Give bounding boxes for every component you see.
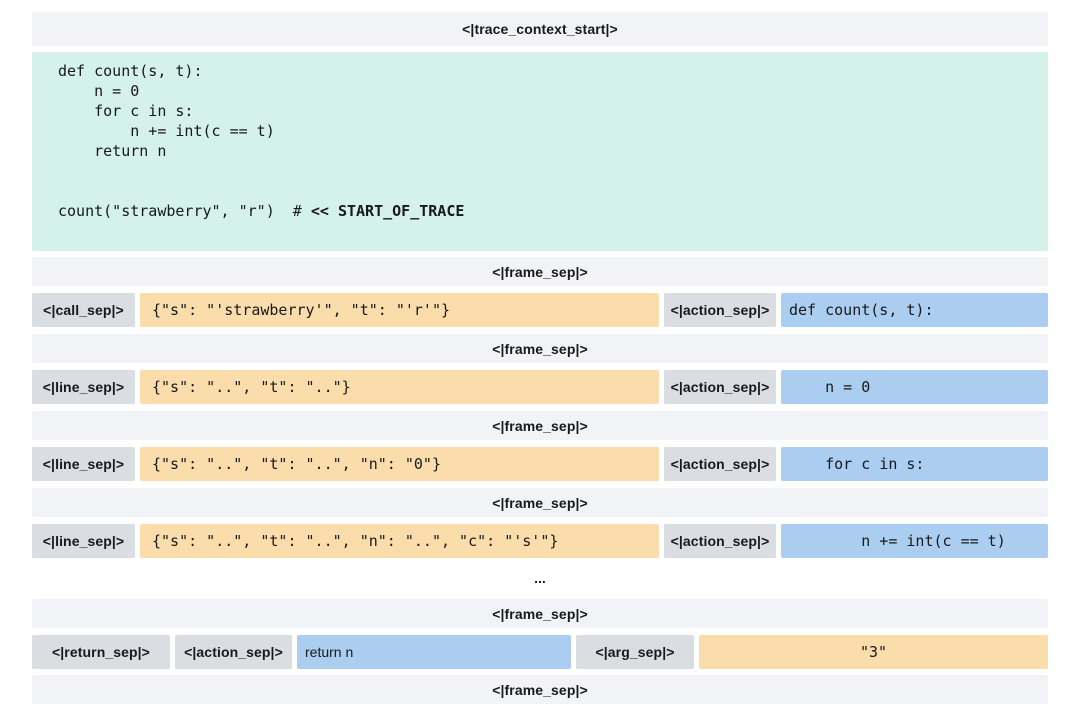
code-line: return n [58,142,167,160]
trace-ellipsis: ... [534,570,546,586]
code-line [58,161,1048,181]
frame-sep-bar: <|frame_sep|> [32,334,1048,363]
trace-context-start-bar: <|trace_context_start|> [32,12,1048,46]
frame-sep-bar: <|frame_sep|> [32,488,1048,517]
frame-state-dict: {"s": "..", "t": "..", "n": "..", "c": "… [140,524,659,558]
line-sep-token: <|line_sep|> [32,370,135,404]
code-line: n = 0 [58,82,140,100]
code-line: def count(s, t): [58,62,203,80]
frame-sep-token: <|frame_sep|> [492,263,588,280]
source-code-block: def count(s, t): n = 0 for c in s: n += … [32,52,1048,251]
call-frame-row: <|call_sep|> {"s": "'strawberry'", "t": … [32,293,1048,327]
return-sep-token: <|return_sep|> [32,635,170,669]
action-sep-token: <|action_sep|> [664,370,776,404]
line-frame-row: <|line_sep|> {"s": "..", "t": "..", "n":… [32,447,1048,481]
code-line: for c in s: [58,102,194,120]
trace-context-start-token: <|trace_context_start|> [462,21,618,37]
line-sep-token: <|line_sep|> [32,447,135,481]
action-sep-token: <|action_sep|> [175,635,292,669]
arg-sep-token: <|arg_sep|> [576,635,694,669]
action-sep-token: <|action_sep|> [664,447,776,481]
code-call-text: count("strawberry", "r") # [58,202,311,220]
frame-sep-token: <|frame_sep|> [492,494,588,511]
line-frame-row: <|line_sep|> {"s": "..", "t": ".."} <|ac… [32,370,1048,404]
frame-state-dict: {"s": "..", "t": "..", "n": "0"} [140,447,659,481]
code-call-line: count("strawberry", "r") # << START_OF_T… [58,201,1048,221]
return-value: "3" [699,635,1048,669]
line-sep-token: <|line_sep|> [32,524,135,558]
frame-sep-token: <|frame_sep|> [492,681,588,698]
frame-sep-token: <|frame_sep|> [492,340,588,357]
frame-state-dict: {"s": "'strawberry'", "t": "'r'"} [140,293,659,327]
return-action-code: return n [297,635,571,669]
start-of-trace-comment: << START_OF_TRACE [310,202,465,220]
frame-sep-bar: <|frame_sep|> [32,257,1048,286]
return-frame-row: <|return_sep|> <|action_sep|> return n <… [32,635,1048,669]
frame-sep-token: <|frame_sep|> [492,605,588,622]
frame-state-dict: {"s": "..", "t": ".."} [140,370,659,404]
action-sep-token: <|action_sep|> [664,293,776,327]
line-frame-row: <|line_sep|> {"s": "..", "t": "..", "n":… [32,524,1048,558]
frame-sep-bar: <|frame_sep|> [32,675,1048,704]
call-sep-token: <|call_sep|> [32,293,135,327]
frame-sep-bar: <|frame_sep|> [32,411,1048,440]
code-line: n += int(c == t) [58,122,275,140]
figure-content: <|trace_context_start|> def count(s, t):… [32,12,1048,704]
frame-action-code: def count(s, t): [781,293,1048,327]
code-line [58,181,1048,201]
frame-sep-token: <|frame_sep|> [492,417,588,434]
frame-action-code: n = 0 [781,370,1048,404]
frame-action-code: n += int(c == t) [781,524,1048,558]
frame-action-code: for c in s: [781,447,1048,481]
frame-sep-bar: <|frame_sep|> [32,599,1048,628]
action-sep-token: <|action_sep|> [664,524,776,558]
